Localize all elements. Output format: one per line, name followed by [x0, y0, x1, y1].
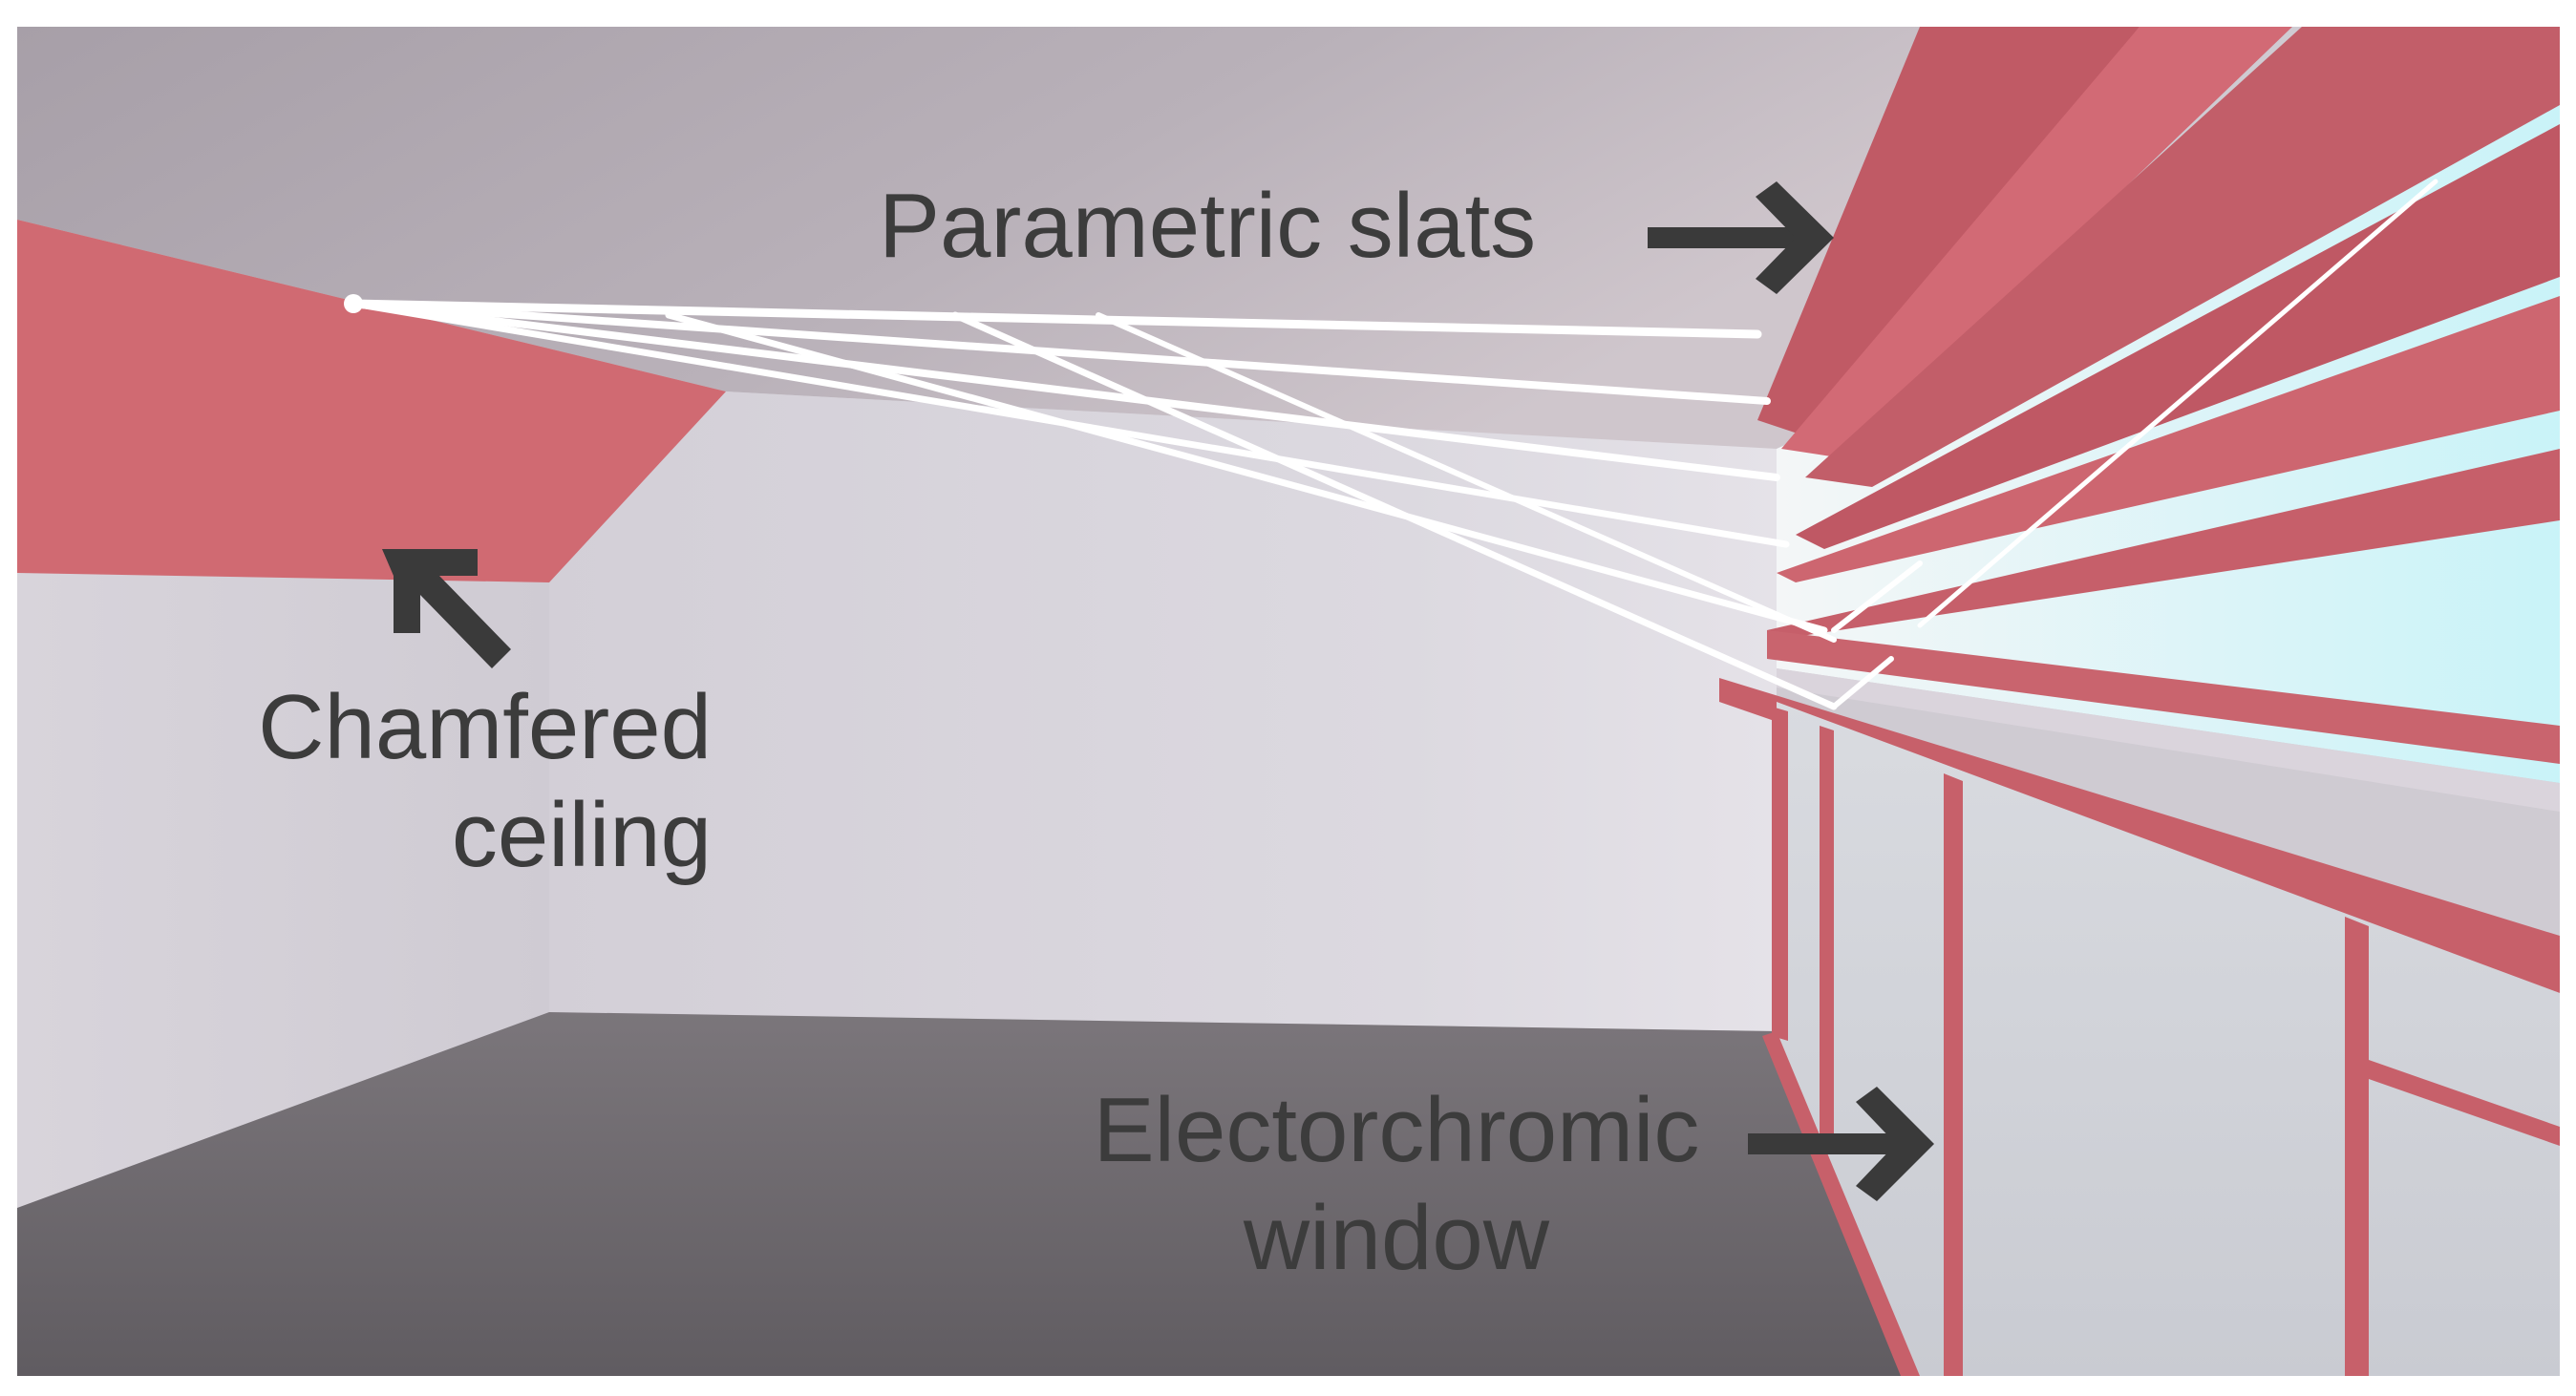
- label-parametric-slats: Parametric slats: [879, 172, 1536, 280]
- label-electrochromic-window-line1: Electorchromic: [1093, 1079, 1700, 1181]
- chamfered-ceiling: [17, 220, 726, 582]
- label-chamfered-ceiling-line2: ceiling: [451, 784, 712, 887]
- flat-ceiling: [17, 27, 1920, 449]
- back-wall: [549, 391, 1777, 1031]
- label-chamfered-ceiling: Chamfered ceiling: [239, 673, 712, 890]
- floor: [17, 1012, 1910, 1376]
- label-parametric-slats-text: Parametric slats: [879, 175, 1537, 277]
- left-wall: [17, 573, 549, 1208]
- arrow-right-icon: [1648, 181, 1834, 294]
- window-sill-band: [1719, 678, 2560, 993]
- light-source-glow: [344, 294, 363, 313]
- upper-band: [1777, 668, 2560, 812]
- arrow-up-left-icon: [382, 549, 511, 668]
- light-shelf: [1767, 630, 2560, 764]
- arrow-right-icon: [1748, 1087, 1934, 1201]
- label-chamfered-ceiling-line1: Chamfered: [258, 676, 712, 778]
- label-electrochromic-window: Electorchromic window: [1081, 1076, 1712, 1293]
- label-electrochromic-window-line2: window: [1243, 1187, 1550, 1290]
- parametric-slats: [1757, 27, 2560, 640]
- electrochromic-window: [1762, 702, 2560, 1376]
- light-rays: [349, 179, 2438, 710]
